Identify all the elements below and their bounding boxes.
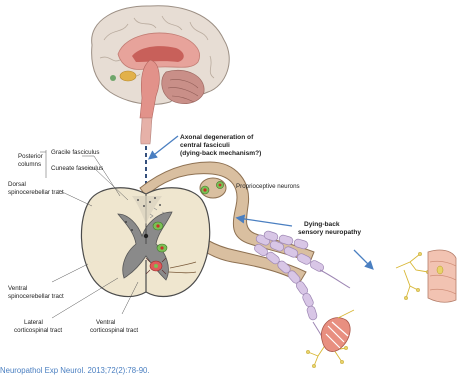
label-posterior-columns: Posterior columns	[18, 153, 45, 168]
citation: Neuropathol Exp Neurol. 2013;72(2):78-90…	[0, 366, 150, 375]
brain-illustration	[92, 6, 230, 144]
muscle-spindle	[321, 310, 354, 352]
nerve-ending-tips	[306, 252, 430, 368]
label-lateral-corticospinal-tract: Lateral corticospinal tract	[14, 319, 62, 334]
label-ventral-corticospinal-tract: Ventral corticospinal tract	[90, 319, 138, 334]
spinal-cord-cross-section	[81, 188, 209, 297]
axonal-degeneration-arrow	[150, 136, 178, 158]
skin-receptor	[428, 250, 456, 302]
dying-back-arrow-right	[354, 250, 372, 268]
label-dying-back-sensory-neuropathy: Dying-back sensory neuropathy	[298, 221, 361, 236]
central-canal	[144, 234, 148, 238]
label-ventral-spinocerebellar-tract: Ventral spinocerebellar tract	[8, 285, 64, 300]
label-proprioceptive-neurons: Proprioceptive neurons	[236, 183, 300, 190]
label-dorsal-spinocerebellar-tract: Dorsal spinocerebellar tract	[8, 181, 64, 196]
label-gracile-fasciculus: Gracile fasciculus	[51, 149, 100, 156]
label-cuneate-fasciculus: Cuneate fasciculus	[51, 165, 103, 172]
label-axonal-degeneration: Axonal degeneration of central fasciculi…	[180, 134, 261, 157]
